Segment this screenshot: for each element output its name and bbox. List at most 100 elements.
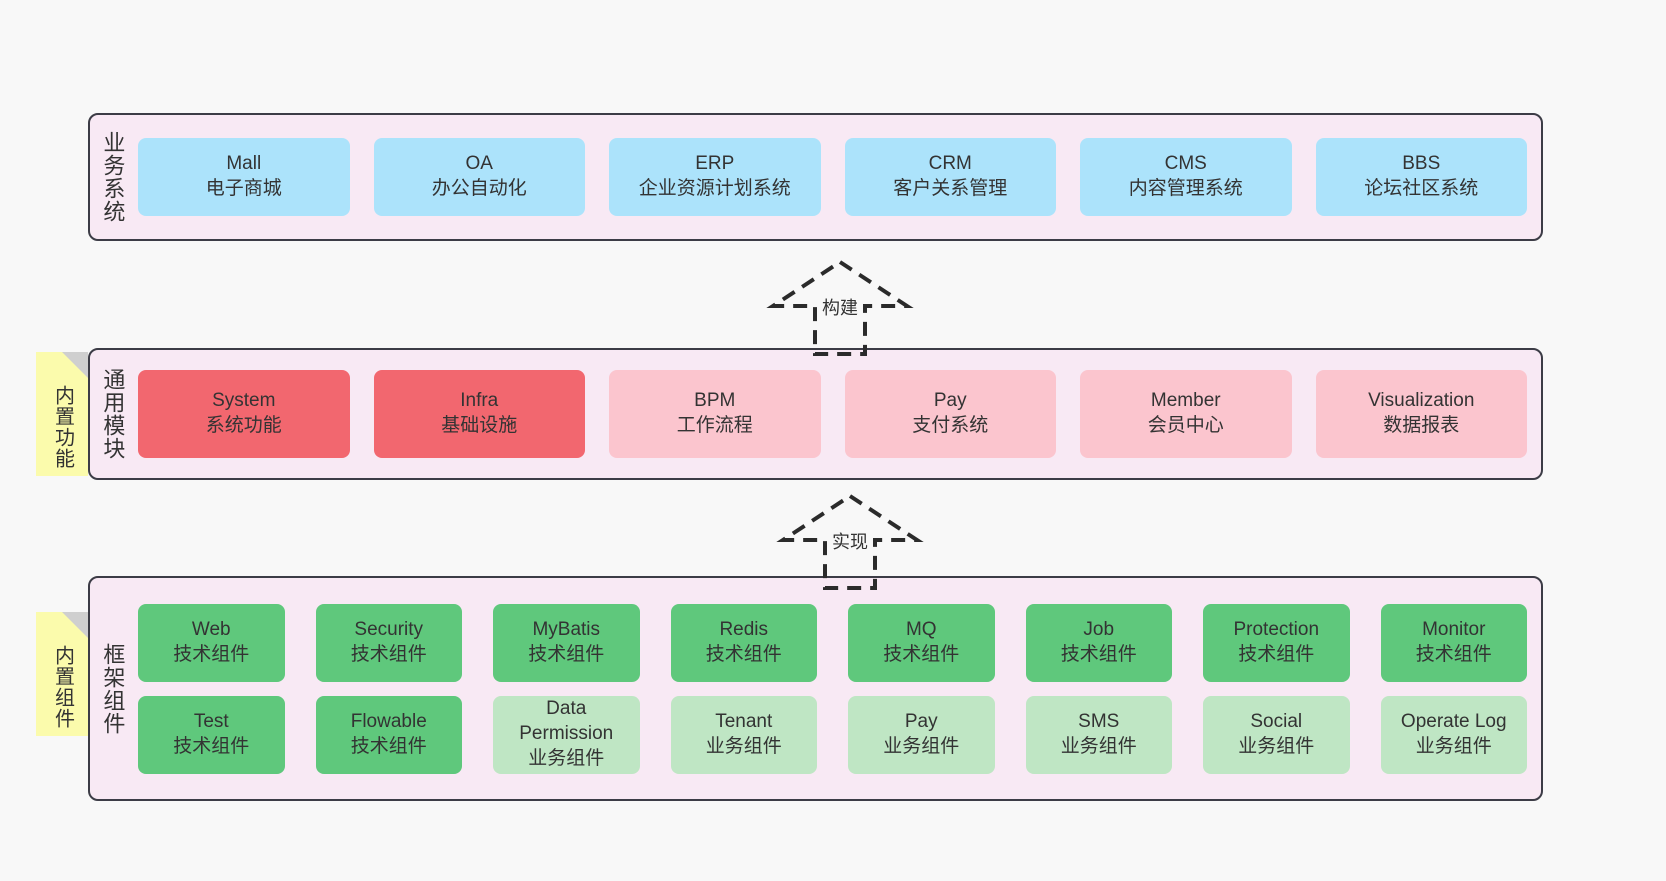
card-description: 支付系统 — [912, 415, 989, 436]
connector-label: 构建 — [818, 294, 862, 320]
component-card[interactable]: OA 办公自动化 — [373, 138, 585, 216]
connector-implement: 实现 — [765, 492, 935, 592]
component-card[interactable]: SMS 业务组件 — [1025, 695, 1172, 774]
card-name: MQ — [905, 618, 937, 640]
component-card[interactable]: Protection 技术组件 — [1203, 603, 1350, 682]
component-card[interactable]: Test 技术组件 — [138, 695, 285, 774]
card-name: MyBatis — [532, 618, 601, 640]
card-name: Test — [193, 710, 229, 732]
card-name: BPM — [694, 390, 736, 412]
card-name: Redis — [719, 618, 769, 640]
card-description: 技术组件 — [350, 735, 427, 757]
card-description: 业务组件 — [1238, 735, 1315, 757]
component-card[interactable]: Tenant 业务组件 — [670, 695, 817, 774]
component-card[interactable]: CMS 内容管理系统 — [1080, 138, 1292, 216]
card-description: 办公自动化 — [431, 178, 527, 199]
layer-body-business-system: Mall 电子商城 OA 办公自动化 ERP 企业资源计划系统 CRM 客户关系管理 CMS 内容… — [134, 115, 1541, 239]
component-card[interactable]: Infra 基础设施 — [373, 370, 585, 458]
card-description: 技术组件 — [528, 643, 605, 665]
card-name: ERP — [695, 153, 735, 175]
card-description: 业务组件 — [1060, 735, 1137, 757]
component-card[interactable]: BBS 论坛社区系统 — [1315, 138, 1527, 216]
card-name: Mall — [226, 153, 262, 175]
card-row: Mall 电子商城 OA 办公自动化 ERP 企业资源计划系统 CRM 客户关系管理 CMS 内容… — [138, 138, 1527, 216]
component-card[interactable]: CRM 客户关系管理 — [844, 138, 1056, 216]
card-name: Monitor — [1422, 618, 1486, 640]
card-description: 技术组件 — [1060, 643, 1137, 665]
card-description: 业务组件 — [528, 747, 605, 769]
component-card[interactable]: Flowable 技术组件 — [315, 695, 462, 774]
card-name: Job — [1083, 618, 1115, 640]
card-name: CRM — [928, 153, 972, 175]
card-description: 会员中心 — [1147, 415, 1224, 436]
layer-title-common-module: 通用模块 — [100, 368, 126, 460]
card-description: 内容管理系统 — [1128, 178, 1243, 199]
card-name: SMS — [1078, 710, 1120, 732]
card-name: Data Permission — [519, 698, 614, 745]
card-name: CMS — [1164, 153, 1207, 175]
card-name: Tenant — [715, 710, 773, 732]
card-name: System — [212, 390, 276, 412]
card-description: 技术组件 — [173, 643, 250, 665]
card-description: 业务组件 — [705, 735, 782, 757]
component-card[interactable]: Member 会员中心 — [1080, 370, 1292, 458]
card-name: BBS — [1402, 153, 1441, 175]
component-card[interactable]: Visualization 数据报表 — [1315, 370, 1527, 458]
card-description: 基础设施 — [441, 415, 518, 436]
card-description: 系统功能 — [205, 415, 282, 436]
component-card[interactable]: Monitor 技术组件 — [1380, 603, 1527, 682]
sticky-note-label: 内置组件 — [51, 645, 74, 729]
card-description: 工作流程 — [676, 415, 753, 436]
card-description: 电子商城 — [205, 178, 282, 199]
card-description: 企业资源计划系统 — [638, 178, 791, 199]
card-name: Flowable — [350, 710, 427, 732]
sticky-note-label: 内置功能 — [51, 385, 74, 469]
card-name: Security — [354, 618, 424, 640]
card-name: Visualization — [1368, 390, 1475, 412]
component-card[interactable]: Job 技术组件 — [1025, 603, 1172, 682]
component-card[interactable]: Security 技术组件 — [315, 603, 462, 682]
card-description: 技术组件 — [350, 643, 427, 665]
card-description: 论坛社区系统 — [1364, 178, 1479, 199]
component-card[interactable]: MQ 技术组件 — [848, 603, 995, 682]
card-name: Member — [1150, 390, 1221, 412]
card-name: OA — [465, 153, 493, 175]
connector-label: 实现 — [828, 528, 872, 554]
card-description: 技术组件 — [1415, 643, 1492, 665]
card-description: 客户关系管理 — [893, 178, 1008, 199]
card-description: 业务组件 — [1415, 735, 1492, 757]
card-name: Protection — [1233, 618, 1320, 640]
sticky-note-common-module: 内置功能 — [36, 352, 88, 476]
component-card[interactable]: Mall 电子商城 — [138, 138, 350, 216]
generalization-arrow-icon — [766, 259, 914, 356]
component-card[interactable]: ERP 企业资源计划系统 — [609, 138, 821, 216]
card-name: Infra — [460, 390, 499, 412]
card-description: 技术组件 — [883, 643, 960, 665]
generalization-arrow-icon — [776, 493, 924, 590]
card-description: 技术组件 — [1238, 643, 1315, 665]
component-card[interactable]: MyBatis 技术组件 — [493, 603, 640, 682]
component-card[interactable]: BPM 工作流程 — [609, 370, 821, 458]
connector-build: 构建 — [755, 258, 925, 358]
card-name: Pay — [904, 710, 938, 732]
card-description: 技术组件 — [173, 735, 250, 757]
note-fold-corner-icon — [62, 352, 88, 378]
component-card[interactable]: System 系统功能 — [138, 370, 350, 458]
layer-title-business-system: 业务系统 — [100, 131, 126, 223]
layer-title-framework-component: 框架组件 — [100, 642, 126, 735]
card-description: 数据报表 — [1383, 415, 1460, 436]
